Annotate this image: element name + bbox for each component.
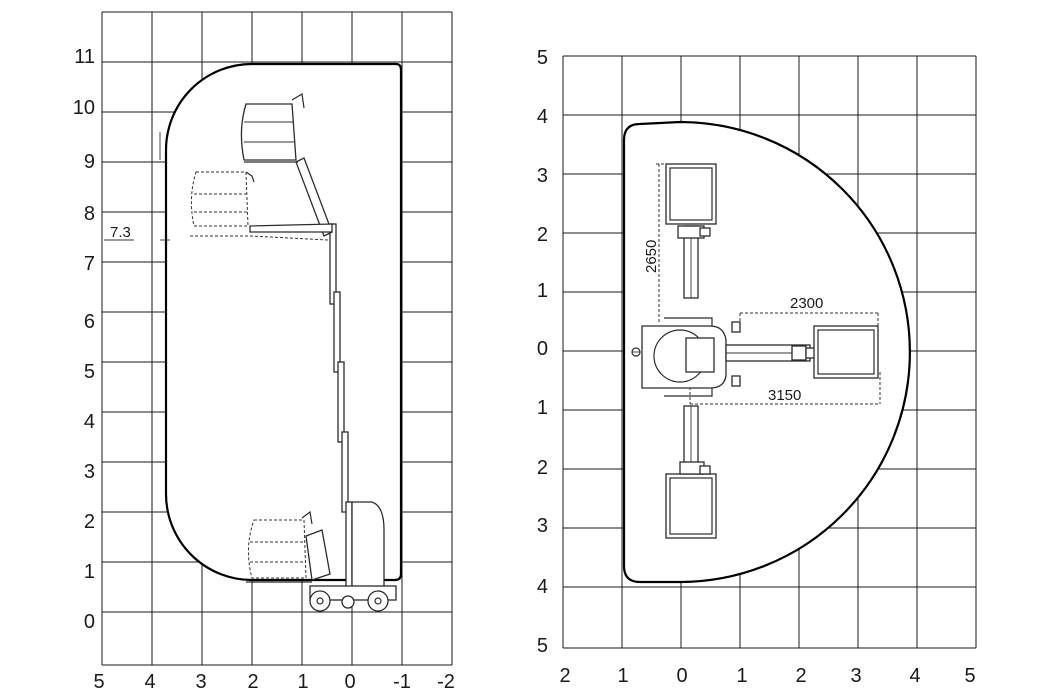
- wheel-hub: [316, 597, 324, 605]
- x-tick-label: 2: [559, 665, 570, 687]
- outrigger-joint: [699, 227, 711, 237]
- x-tick-label: 4: [144, 671, 155, 693]
- mast-section: [345, 501, 353, 593]
- dimension-reach-outer: 3150: [689, 372, 881, 405]
- x-tick-label: 0: [344, 671, 355, 693]
- platform-top: [665, 163, 717, 225]
- side-view-machine: [309, 223, 397, 612]
- y-tick-label: 1: [537, 397, 548, 419]
- y-tick-label: 1: [84, 561, 95, 583]
- y-tick-label: 9: [84, 151, 95, 173]
- jib-boom: [249, 223, 333, 233]
- top-view-x-ticks: 2 1 0 1 2 3 4 5: [559, 665, 975, 687]
- wheel-hub: [374, 597, 382, 605]
- jib-arm: [249, 157, 333, 241]
- y-tick-label: 2: [84, 511, 95, 533]
- turret-block: [685, 337, 715, 373]
- top-view-platform-bottom: [665, 405, 717, 539]
- platform-basket-mid: [190, 171, 255, 237]
- chassis-body: [351, 501, 385, 591]
- x-tick-label: 4: [909, 665, 920, 687]
- top-view-platform-top: [665, 163, 717, 299]
- y-tick-label: 2: [537, 224, 548, 246]
- chassis-bottom: [664, 388, 713, 397]
- dimension-outrigger: 2650: [643, 163, 666, 322]
- basket-body-dashed: [190, 171, 249, 227]
- jib-lowered-path: [249, 235, 329, 241]
- mast-section: [341, 431, 349, 513]
- platform-top-inner: [669, 167, 713, 221]
- x-tick-label: 2: [795, 665, 806, 687]
- height-marker: 7.3: [104, 132, 170, 241]
- basket-body-dashed: [248, 519, 307, 579]
- wheel: [341, 595, 355, 609]
- arm-joint: [791, 345, 807, 361]
- y-tick-label: 1: [537, 280, 548, 302]
- top-view-chart: 2650 2300 3150: [537, 47, 977, 687]
- y-tick-label: 10: [73, 97, 95, 119]
- y-tick-label: 8: [84, 203, 95, 225]
- y-tick-label: 11: [74, 46, 95, 68]
- wheel: [367, 590, 389, 612]
- mast-section: [337, 361, 345, 443]
- y-tick-label: 7: [84, 253, 95, 275]
- basket-handle: [291, 93, 305, 109]
- hitch: [631, 347, 641, 357]
- x-tick-label: 5: [964, 665, 975, 687]
- x-tick-label: 2: [247, 671, 258, 693]
- basket-body: [240, 103, 297, 161]
- chassis-top: [664, 317, 713, 326]
- dimension-reach-outer-label: 3150: [768, 387, 801, 404]
- x-tick-label: -2: [437, 671, 455, 693]
- outrigger-joint: [699, 465, 711, 475]
- y-tick-label: 3: [84, 461, 95, 483]
- platform-right-inner: [817, 329, 875, 375]
- top-view-y-ticks: 5 4 3 2 1 0 1 2 3 4 5: [537, 47, 548, 657]
- wheel-stub: [731, 375, 741, 387]
- mast-section: [333, 291, 341, 373]
- y-tick-label: 4: [84, 411, 95, 433]
- dimension-outrigger-label: 2650: [643, 240, 660, 273]
- basket-handle: [245, 171, 255, 183]
- side-view-x-ticks: 5 4 3 2 1 0 -1 -2: [93, 671, 454, 693]
- y-tick-label: 4: [537, 576, 548, 598]
- top-view-machine: [631, 317, 879, 397]
- height-marker-label: 7.3: [110, 224, 131, 241]
- dimension-reach-inner-label: 2300: [790, 295, 823, 312]
- basket-gate: [305, 529, 331, 581]
- platform-bottom: [665, 473, 717, 539]
- side-view-y-ticks: 0 1 2 3 4 5 6 7 8 9 10 11: [73, 46, 95, 633]
- basket-handle: [301, 510, 313, 525]
- x-tick-label: 3: [850, 665, 861, 687]
- platform-bottom-inner: [669, 477, 713, 535]
- platform-basket-bottom: [246, 510, 331, 583]
- platform-right: [813, 325, 879, 379]
- x-tick-label: 3: [195, 671, 206, 693]
- y-tick-label: 0: [537, 338, 548, 360]
- y-tick-label: 3: [537, 165, 548, 187]
- y-tick-label: 0: [84, 611, 95, 633]
- x-tick-label: 1: [736, 665, 747, 687]
- x-tick-label: 1: [617, 665, 628, 687]
- y-tick-label: 3: [537, 515, 548, 537]
- platform-basket-top: [240, 93, 305, 163]
- mast-section: [329, 223, 337, 305]
- y-tick-label: 5: [537, 635, 548, 657]
- y-tick-label: 4: [537, 106, 548, 128]
- y-tick-label: 6: [84, 311, 95, 333]
- x-tick-label: 1: [297, 671, 308, 693]
- x-tick-label: -1: [393, 671, 411, 693]
- x-tick-label: 5: [93, 671, 104, 693]
- y-tick-label: 2: [537, 457, 548, 479]
- x-tick-label: 0: [676, 665, 687, 687]
- y-tick-label: 5: [84, 361, 95, 383]
- side-view-chart: 7.3: [73, 11, 455, 693]
- wheel-stub: [731, 321, 741, 333]
- wheel: [309, 590, 331, 612]
- y-tick-label: 5: [537, 47, 548, 69]
